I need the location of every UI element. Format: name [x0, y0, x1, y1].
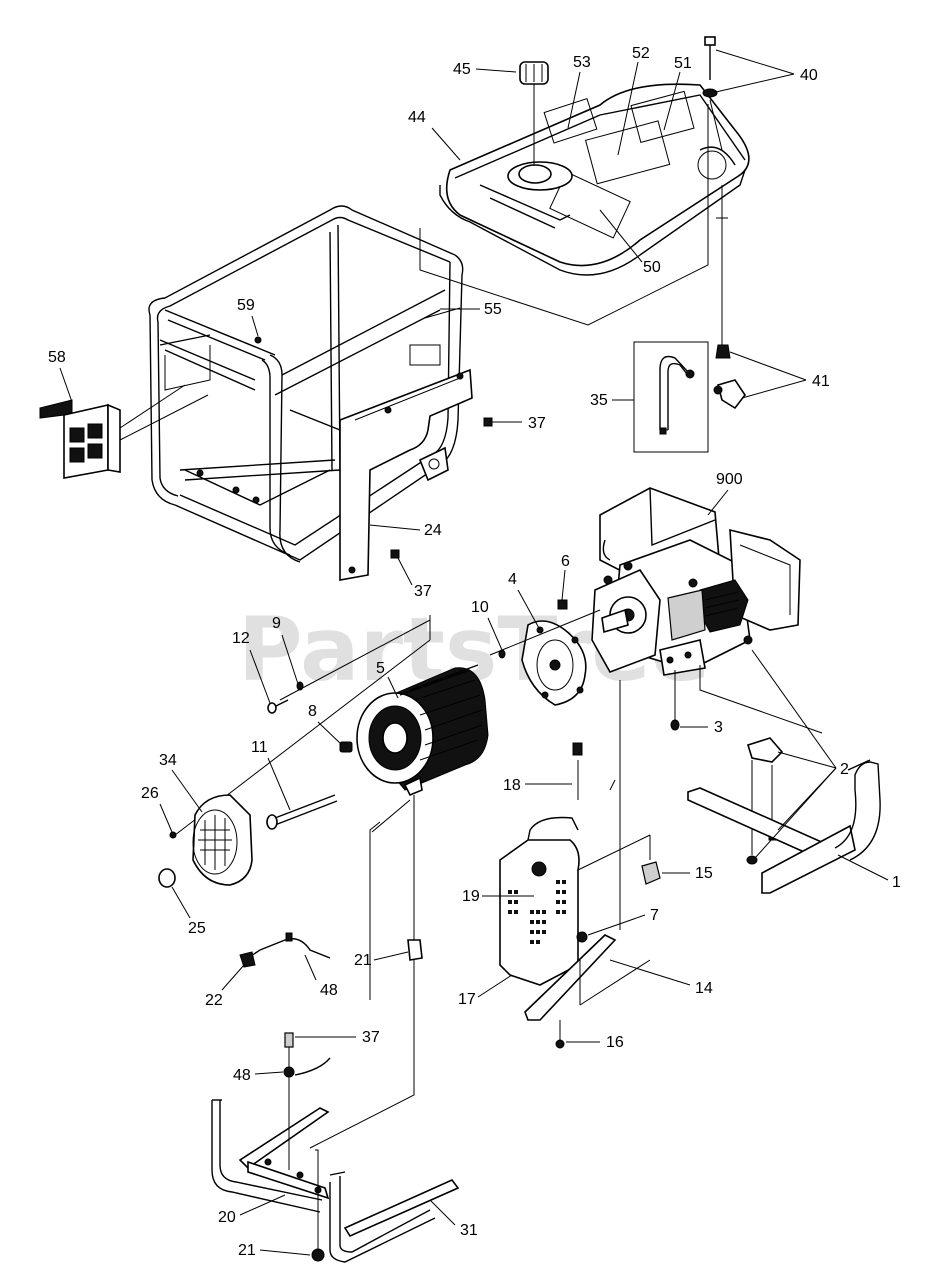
leader-lines: [371, 779, 616, 833]
label-15: 15: [695, 865, 713, 882]
label-50: 50: [643, 259, 661, 276]
label-55: 55: [484, 301, 502, 318]
base-hardware: [283, 821, 415, 1262]
label-19: 19: [462, 888, 480, 905]
ground-wire-top: [239, 932, 423, 968]
fuel-valve: [713, 344, 746, 410]
tank-bolt: [702, 36, 728, 345]
label-53: 53: [573, 54, 591, 71]
label-2: 2: [840, 761, 849, 778]
label-1: 1: [892, 874, 901, 891]
engine-cradle: [687, 759, 881, 894]
muffler-bracket: [524, 680, 651, 1049]
bolt-8: [339, 741, 353, 753]
cover-plug: [158, 868, 176, 888]
label-18: 18: [503, 777, 521, 794]
label-37a: 37: [528, 415, 546, 432]
label-24: 24: [424, 522, 442, 539]
label-35: 35: [590, 392, 608, 409]
label-45: 45: [453, 61, 471, 78]
label-48b: 48: [233, 1067, 251, 1084]
label-10: 10: [471, 599, 489, 616]
label-17: 17: [458, 991, 476, 1008]
label-6: 6: [561, 553, 570, 570]
fuel-cap: [519, 61, 549, 165]
label-22: 22: [205, 992, 223, 1009]
label-12: 12: [232, 630, 250, 647]
small-hardware: [267, 599, 601, 714]
callouts: 1 2 3 4 5 6 7 8 9 10 11 12 14 15 16: [48, 45, 901, 1259]
label-3: 3: [714, 719, 723, 736]
label-16: 16: [606, 1034, 624, 1051]
label-900: 900: [716, 471, 743, 488]
label-41: 41: [812, 373, 830, 390]
muffler-assembly: [499, 742, 651, 986]
stator-rotor: [356, 664, 489, 940]
label-14: 14: [695, 980, 713, 997]
label-9: 9: [272, 615, 281, 632]
label-25: 25: [188, 920, 206, 937]
label-51: 51: [674, 55, 692, 72]
fuel-line-kit: [633, 341, 709, 453]
label-20: 20: [218, 1209, 236, 1226]
label-58: 58: [48, 349, 66, 366]
label-31: 31: [460, 1222, 478, 1239]
label-5: 5: [376, 660, 385, 677]
label-37b: 37: [414, 583, 432, 600]
label-37c: 37: [362, 1029, 380, 1046]
base-frame: [211, 1099, 460, 1263]
label-26: 26: [141, 785, 159, 802]
label-21b: 21: [238, 1242, 256, 1259]
label-44: 44: [408, 109, 426, 126]
label-7: 7: [650, 907, 659, 924]
outlet-panel: [39, 384, 209, 479]
label-48a: 48: [320, 982, 338, 999]
label-11: 11: [251, 739, 268, 756]
fuel-tank: [439, 83, 750, 276]
tube-frame: [148, 205, 464, 563]
label-21a: 21: [354, 952, 372, 969]
label-4: 4: [508, 571, 517, 588]
label-59: 59: [237, 297, 255, 314]
engine: [591, 487, 801, 676]
muffler-nut: [641, 861, 661, 885]
tank-mount-line: [419, 104, 709, 326]
control-panel-bracket: [339, 307, 473, 581]
label-34: 34: [159, 752, 177, 769]
label-8: 8: [308, 703, 317, 720]
label-52: 52: [632, 45, 650, 62]
end-cover: [169, 794, 253, 886]
label-40: 40: [800, 67, 818, 84]
